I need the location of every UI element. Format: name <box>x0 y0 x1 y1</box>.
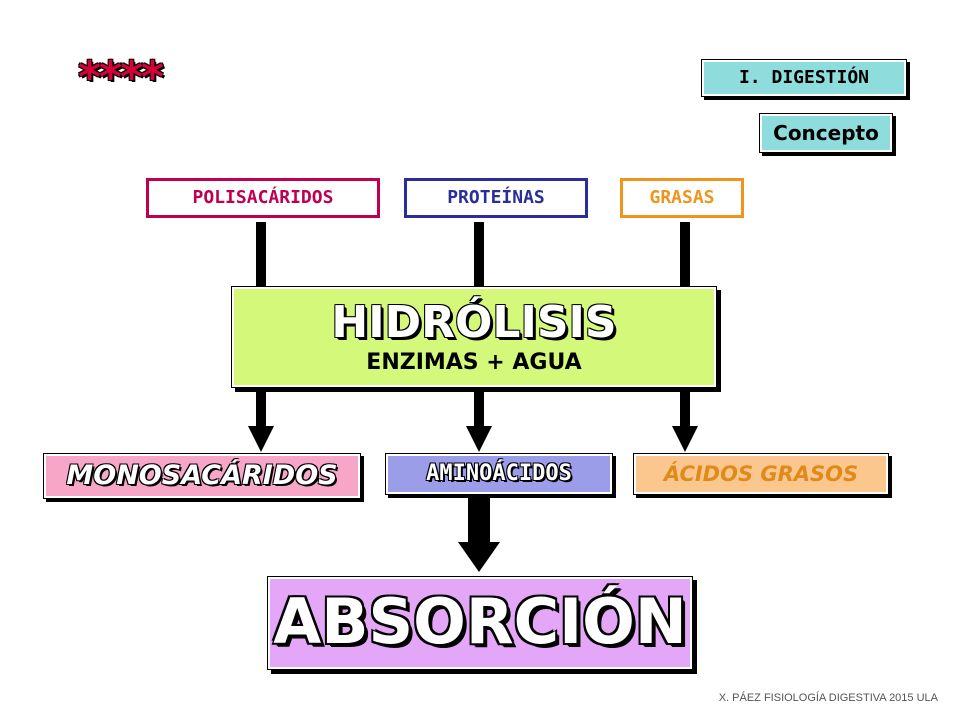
section-badge: I. DIGESTIÓN <box>702 60 906 96</box>
arrow-shaft-acidos <box>680 392 690 428</box>
arrow-shaft-monosacaridos <box>256 392 266 428</box>
connector-polisacaridos <box>256 222 266 288</box>
big-arrow-shaft <box>468 498 490 544</box>
arrow-head-monosacaridos <box>248 426 274 452</box>
acidos-grasos-box: ÁCIDOS GRASOS <box>634 454 888 494</box>
footer-credit: X. PÁEZ FISIOLOGÍA DIGESTIVA 2015 ULA <box>718 692 938 704</box>
connector-proteinas <box>474 222 484 288</box>
big-arrow-head <box>458 542 500 572</box>
hidrolisis-subtitle: ENZIMAS + AGUA <box>366 350 582 375</box>
absorcion-box: ABSORCIÓN <box>268 577 692 669</box>
arrow-head-acidos <box>672 426 698 452</box>
arrow-head-aminoacidos <box>466 426 492 452</box>
aminoacidos-box: AMINOÁCIDOS <box>386 454 612 494</box>
concept-badge: Concepto <box>760 114 892 152</box>
grasas-box: GRASAS <box>620 178 744 218</box>
connector-grasas <box>680 222 690 288</box>
monosacaridos-box: MONOSACÁRIDOS <box>44 454 360 498</box>
arrow-shaft-aminoacidos <box>474 392 484 428</box>
polisacaridos-box: POLISACÁRIDOS <box>146 178 380 218</box>
hidrolisis-title: HIDRÓLISIS <box>331 297 617 348</box>
stars-decoration: **** <box>78 52 164 103</box>
proteinas-box: PROTEÍNAS <box>404 178 588 218</box>
hidrolisis-box: HIDRÓLISIS ENZIMAS + AGUA <box>232 287 716 387</box>
